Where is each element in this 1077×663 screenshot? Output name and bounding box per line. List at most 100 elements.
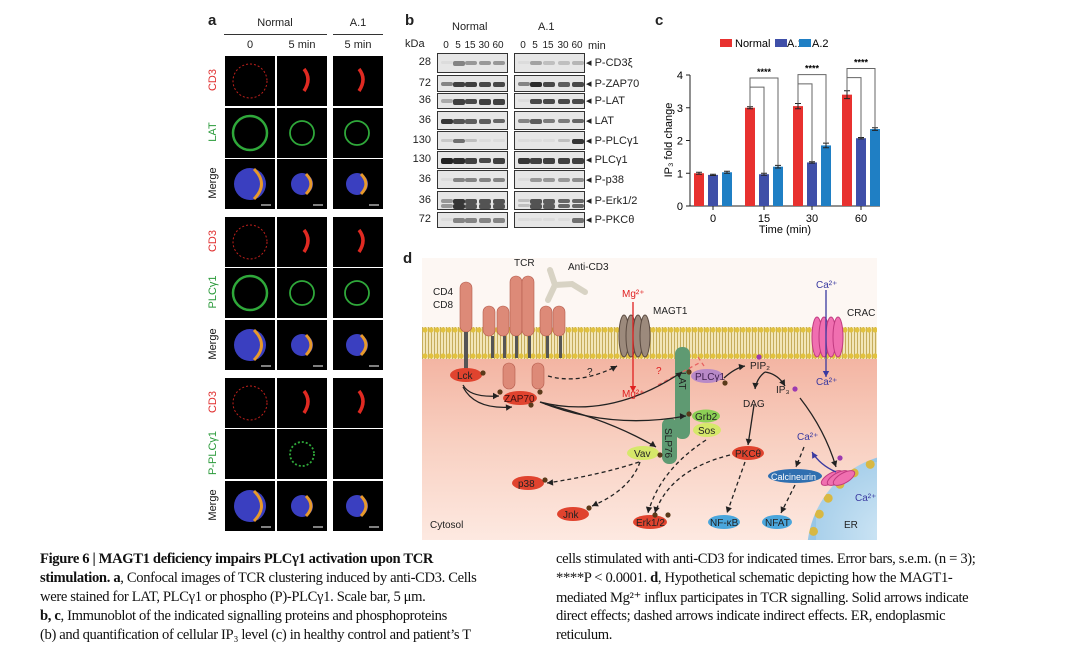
nfat-protein xyxy=(762,515,792,529)
sos-label: Sos xyxy=(698,426,715,437)
kda-label: kDa xyxy=(405,38,425,50)
nucleus xyxy=(291,173,313,195)
micrograph xyxy=(277,56,327,106)
phosphate-dot xyxy=(686,369,692,375)
arrowhead xyxy=(738,363,745,371)
green-signal xyxy=(289,120,315,146)
bar-a2-60 xyxy=(870,129,880,206)
blot-band xyxy=(518,61,530,65)
micrograph xyxy=(333,320,383,370)
micrograph xyxy=(225,320,275,370)
blot-band xyxy=(465,198,477,204)
tcr-tail xyxy=(491,336,494,358)
blot-band xyxy=(453,81,465,88)
arrowhead xyxy=(629,386,637,392)
arrowhead xyxy=(505,404,512,411)
tcr-subunit xyxy=(496,305,510,337)
protein-name: P-Erk1/2 xyxy=(594,194,638,207)
sos-protein xyxy=(693,423,721,437)
bar-a2-0 xyxy=(722,172,732,206)
y-tick-label: 1 xyxy=(677,168,683,180)
blot-band xyxy=(493,138,505,142)
blot-band xyxy=(479,177,491,182)
blot-band xyxy=(530,158,542,164)
green-signal xyxy=(289,441,315,467)
caption-panel-ref: d xyxy=(650,570,658,586)
merge-overlap xyxy=(359,494,368,518)
caption-text: , Immunoblot of the indicated signalling… xyxy=(60,608,448,624)
arrowhead xyxy=(780,506,787,513)
blot-band xyxy=(530,61,542,66)
phosphate-dot xyxy=(586,505,592,511)
protein-name: P-CD3ξ xyxy=(594,57,633,69)
protein-label: ◂ LAT xyxy=(586,114,614,127)
blot-band xyxy=(453,203,465,210)
arrowhead xyxy=(725,506,732,513)
calcineurin-label: Calcineurin xyxy=(771,472,816,482)
cd3-cap xyxy=(302,389,310,414)
arrow-zap70-grb2 xyxy=(539,401,687,422)
group-a1: A.1 xyxy=(349,17,367,29)
blot-band xyxy=(479,218,491,223)
blot-band xyxy=(493,158,505,164)
nucleus xyxy=(346,173,368,195)
blot-band xyxy=(543,158,555,164)
blot-strip-a1 xyxy=(514,53,585,73)
blot-band xyxy=(572,99,584,105)
mg-bottom-label: Mg²⁺ xyxy=(622,389,645,400)
blot-band xyxy=(465,61,477,66)
caption-line: Figure 6 | MAGT1 deficiency impairs PLCγ… xyxy=(40,551,433,568)
blot-band xyxy=(479,203,491,209)
micrograph xyxy=(225,378,275,428)
blot-strip-a1 xyxy=(514,75,585,92)
protein-name: P-PLCγ1 xyxy=(594,134,639,147)
kda-marker: 130 xyxy=(412,133,431,146)
merge-overlap xyxy=(304,172,313,196)
lane-label: 30 xyxy=(478,40,490,51)
protein-name: PLCγ1 xyxy=(594,154,628,166)
blot-band xyxy=(441,198,453,203)
merge-overlap xyxy=(252,167,263,201)
nucleus xyxy=(346,495,368,517)
blot-band xyxy=(558,118,570,124)
protein-label: ◂ P-CD3ξ xyxy=(586,57,633,69)
micrograph xyxy=(277,217,327,267)
blot-band xyxy=(441,138,453,142)
panel-b-label: b xyxy=(405,12,415,29)
significance-bracket xyxy=(797,74,827,162)
blot-band xyxy=(543,138,555,142)
panel-a-label: a xyxy=(208,12,217,29)
plcg1-protein xyxy=(691,369,723,383)
pkc-label: PKCθ xyxy=(735,449,762,460)
arrowhead xyxy=(752,382,759,389)
blot-band xyxy=(493,61,505,66)
error-bar xyxy=(858,137,864,140)
lane-label: 60 xyxy=(492,40,504,51)
protein-label: ◂ P-PKCθ xyxy=(586,214,635,226)
lane-label: 0 xyxy=(443,40,449,51)
jnk-label: Jnk xyxy=(563,510,580,521)
lck-label: Lck xyxy=(457,371,474,382)
blot-band xyxy=(518,138,530,142)
green-signal xyxy=(344,280,370,306)
green-signal xyxy=(289,280,315,306)
p38-label: p38 xyxy=(518,479,535,490)
cd4-cd8-receptor xyxy=(459,281,473,333)
cd3-signal xyxy=(232,385,268,421)
ca-er-label: Ca²⁺ xyxy=(855,493,876,504)
phosphate-dot xyxy=(792,386,798,392)
blot-band xyxy=(441,99,453,103)
micrograph xyxy=(277,378,327,428)
zap70-protein xyxy=(503,391,537,405)
blot-band xyxy=(543,198,555,204)
legend-swatch xyxy=(720,39,732,47)
slp76-adaptor xyxy=(662,418,677,464)
phosphate-dot xyxy=(652,512,658,518)
micrograph xyxy=(225,108,275,158)
arrowhead xyxy=(831,460,838,467)
bar-a1-0 xyxy=(708,174,718,206)
lane-label: 60 xyxy=(571,40,583,51)
caption-line: cells stimulated with anti-CD3 for indic… xyxy=(556,551,976,567)
caption-title: Figure 6 | MAGT1 deficiency impairs PLCγ… xyxy=(40,551,434,567)
caption-line: reticulum. xyxy=(556,627,613,643)
